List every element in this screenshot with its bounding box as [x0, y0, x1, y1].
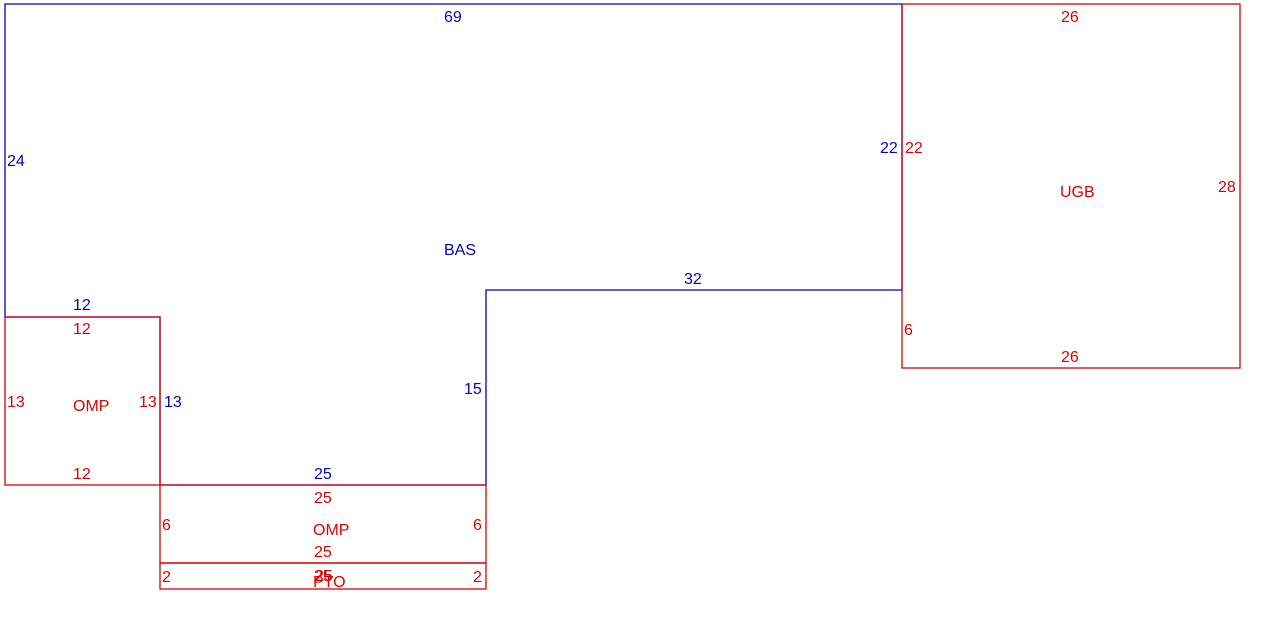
bas-top-dimension: 69: [444, 9, 462, 26]
omp-bottom-area-label: OMP: [313, 522, 349, 539]
omp-left-bottom-dimension: 12: [73, 466, 91, 483]
bas-step-top-dimension: 32: [684, 271, 702, 288]
bas-left-step-top-dimension: 12: [73, 297, 91, 314]
ugb-right-dimension: 28: [1218, 179, 1236, 196]
omp-left-right-dimension: 13: [139, 394, 157, 411]
omp-left-top-dimension: 12: [73, 321, 91, 338]
ugb-top-dimension: 26: [1061, 9, 1079, 26]
omp-bottom-left-dimension: 6: [162, 517, 171, 534]
bas-area-label: BAS: [444, 242, 476, 259]
pto-area-label: PTO: [313, 574, 346, 591]
omp-bottom-right-dimension: 6: [473, 517, 482, 534]
bas-left-dimension: 24: [7, 153, 25, 170]
bas-step-side-dimension: 15: [464, 381, 482, 398]
bas-right-dimension: 22: [880, 140, 898, 157]
pto-right-dimension: 2: [473, 569, 482, 586]
ugb-outline: [901, 3, 1241, 369]
pto-bottom-dimension: 25: [315, 568, 333, 585]
omp-bottom-bottom-dimension: 25: [314, 544, 332, 561]
ugb-left-dimension: 22: [905, 140, 923, 157]
omp-left-area-label: OMP: [73, 398, 109, 415]
omp-left-outline: [4, 316, 161, 486]
pto-top-dimension: 25: [314, 568, 332, 585]
bas-left-step-side-dimension: 13: [164, 394, 182, 411]
ugb-bottom-dimension: 26: [1061, 349, 1079, 366]
ugb-area-label: UGB: [1060, 184, 1095, 201]
omp-left-left-dimension: 13: [7, 394, 25, 411]
omp-bottom-top-dimension: 25: [314, 490, 332, 507]
pto-left-dimension: 2: [162, 569, 171, 586]
ugb-lower-left-dimension: 6: [904, 322, 913, 339]
bas-bottom-dimension: 25: [314, 466, 332, 483]
pto-outline: [159, 562, 487, 590]
